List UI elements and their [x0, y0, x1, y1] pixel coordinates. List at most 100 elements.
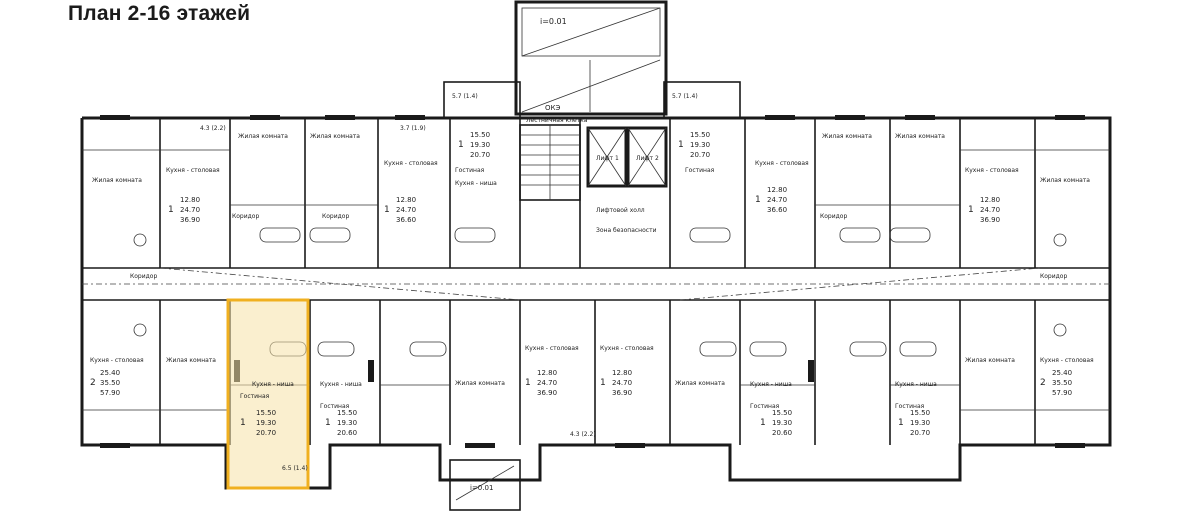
top-area-stacks: 1 12.80 24.70 36.90 1 12.80 24.70 36.60 …: [168, 131, 1000, 224]
apt-area: 15.50: [772, 409, 792, 417]
balcony-area-label: 5.7 (1.4): [452, 93, 478, 100]
duct-label: ОКЭ: [545, 104, 560, 112]
apt-area: 36.60: [767, 206, 787, 214]
apt-area: 20.60: [772, 429, 792, 437]
apt-rooms: 1: [240, 418, 246, 428]
room-label: Кухня - столовая: [1040, 357, 1094, 364]
room-label: Кухня - ниша: [895, 381, 937, 388]
safety-zone-label: Зона безопасности: [596, 227, 657, 234]
apt-area: 19.30: [910, 419, 930, 427]
apt-area: 15.50: [256, 409, 276, 417]
room-label: Коридор: [820, 213, 847, 220]
elevator-2-label: Лифт 2: [636, 155, 659, 162]
apt-rooms: 1: [525, 378, 531, 388]
apt-area: 20.70: [256, 429, 276, 437]
elevator-1-label: Лифт 1: [596, 155, 619, 162]
apt-area: 36.90: [980, 216, 1000, 224]
apt-area: 24.70: [980, 206, 1000, 214]
apt-area: 12.80: [537, 369, 557, 377]
room-label: Кухня - столовая: [755, 160, 809, 167]
apt-rooms: 1: [168, 205, 174, 215]
apt-area: 20.70: [910, 429, 930, 437]
room-label: Жилая комната: [455, 380, 505, 387]
apt-area: 15.50: [470, 131, 490, 139]
apt-rooms: 1: [760, 418, 766, 428]
apt-rooms: 1: [458, 140, 464, 150]
room-label: Жилая комната: [965, 357, 1015, 364]
apt-rooms: 1: [678, 140, 684, 150]
balcony-area-label: 6.5 (1.4): [282, 465, 308, 472]
apt-area: 25.40: [1052, 369, 1072, 377]
apt-rooms: 2: [1040, 378, 1046, 388]
apt-area: 12.80: [767, 186, 787, 194]
room-label: Коридор: [1040, 273, 1067, 280]
highlighted-apartment[interactable]: [226, 298, 310, 490]
room-label: Жилая комната: [675, 380, 725, 387]
balcony-area-label: 4.3 (2.2): [570, 431, 596, 438]
room-label: Гостиная: [240, 393, 270, 400]
apt-area: 24.70: [612, 379, 632, 387]
apt-area: 25.40: [100, 369, 120, 377]
room-label: Гостиная: [750, 403, 780, 410]
apt-area: 24.70: [396, 206, 416, 214]
balcony-area-label: 3.7 (1.9): [400, 125, 426, 132]
room-label: Жилая комната: [822, 133, 872, 140]
room-label: Коридор: [322, 213, 349, 220]
apt-rooms: 1: [600, 378, 606, 388]
room-label: Коридор: [130, 273, 157, 280]
stair-label: Лестничная клетка: [526, 117, 588, 124]
room-label: Кухня - ниша: [252, 381, 294, 388]
room-label: Кухня - ниша: [320, 381, 362, 388]
apt-area: 12.80: [980, 196, 1000, 204]
building-outline: [80, 116, 1112, 490]
apt-area: 20.60: [337, 429, 357, 437]
room-label: Коридор: [232, 213, 259, 220]
apt-area: 19.30: [256, 419, 276, 427]
apt-rooms: 1: [755, 195, 761, 205]
room-label: Кухня - ниша: [455, 180, 497, 187]
apt-rooms: 1: [325, 418, 331, 428]
apt-area: 24.70: [537, 379, 557, 387]
slope-label: i=0.01: [540, 17, 567, 26]
apt-area: 36.90: [537, 389, 557, 397]
apt-rooms: 1: [968, 205, 974, 215]
elevator-lobby-label: Лифтовой холл: [596, 207, 645, 214]
top-room-labels: Жилая комната Кухня - столовая Жилая ком…: [92, 133, 1090, 280]
page-title: План 2-16 этажей: [68, 2, 251, 25]
apt-area: 36.90: [180, 216, 200, 224]
apt-rooms: 2: [90, 378, 96, 388]
apt-rooms: 1: [898, 418, 904, 428]
apt-area: 15.50: [910, 409, 930, 417]
apt-area: 35.50: [100, 379, 120, 387]
room-label: Жилая комната: [166, 357, 216, 364]
room-label: Кухня - столовая: [600, 345, 654, 352]
room-label: Жилая комната: [1040, 177, 1090, 184]
slope-label-bottom: i=0.01: [470, 484, 493, 492]
apt-area: 24.70: [767, 196, 787, 204]
apt-area: 36.90: [612, 389, 632, 397]
room-label: Кухня - столовая: [384, 160, 438, 167]
room-label: Гостиная: [455, 167, 485, 174]
stair-core: Лестничная клетка Лифт 1 Лифт 2 Лифтовой…: [519, 117, 668, 234]
room-label: Кухня - столовая: [166, 167, 220, 174]
windows: [100, 115, 1085, 448]
apt-area: 36.60: [396, 216, 416, 224]
top-loggia: i=0.01 ОКЭ: [514, 0, 668, 116]
room-label: Кухня - столовая: [90, 357, 144, 364]
room-label: Кухня - столовая: [525, 345, 579, 352]
apt-area: 19.30: [690, 141, 710, 149]
room-label: Гостиная: [320, 403, 350, 410]
balcony-area-label: 4.3 (2.2): [200, 125, 226, 132]
apt-area: 15.50: [690, 131, 710, 139]
balcony-area-label: 5.7 (1.4): [672, 93, 698, 100]
apt-area: 19.30: [470, 141, 490, 149]
apt-rooms: 1: [384, 205, 390, 215]
apt-area: 24.70: [180, 206, 200, 214]
apt-area: 35.50: [1052, 379, 1072, 387]
apt-area: 19.30: [772, 419, 792, 427]
room-label: Жилая комната: [310, 133, 360, 140]
apt-area: 57.90: [100, 389, 120, 397]
room-label: Жилая комната: [92, 177, 142, 184]
apt-area: 19.30: [337, 419, 357, 427]
